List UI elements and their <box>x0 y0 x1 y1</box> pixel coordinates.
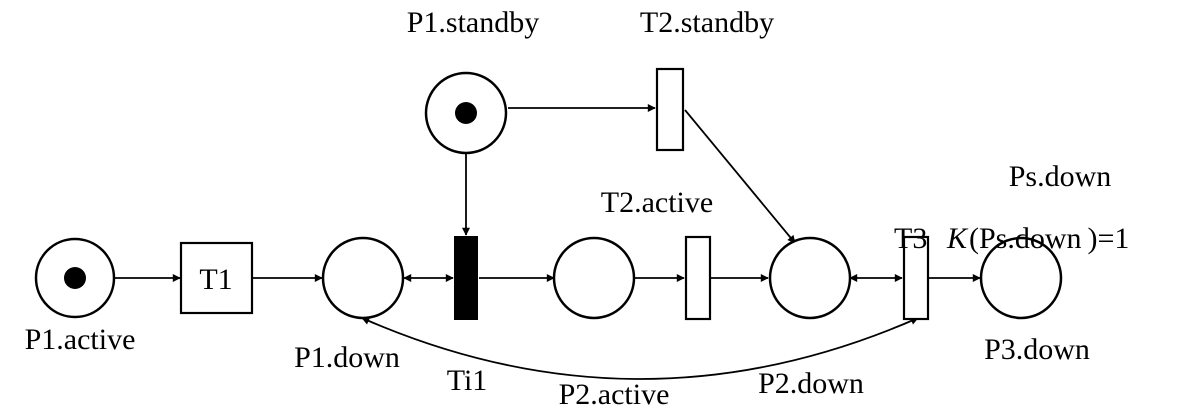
place-p3-down <box>979 236 1063 320</box>
transition-t3 <box>902 235 930 321</box>
label-p1-down: P1.down <box>294 341 400 374</box>
label-p1-active: P1.active <box>25 323 136 356</box>
label-k-symbol: K <box>946 222 969 255</box>
arc-t3-p1down-curved <box>361 317 919 380</box>
label-t3: T3 <box>894 222 927 255</box>
label-p2-active: P2.active <box>559 378 670 411</box>
label-ps-down: Ps.down <box>1009 160 1112 193</box>
token-p1-standby <box>455 102 477 124</box>
transition-t2-active <box>684 235 712 321</box>
place-p1-down <box>321 236 405 320</box>
place-p2-active <box>552 236 636 320</box>
transition-ti1 <box>454 236 478 320</box>
label-k-expression: (Ps.down )=1 <box>969 222 1129 255</box>
label-p2-down: P2.down <box>758 367 864 400</box>
label-t2-active: T2.active <box>601 186 713 219</box>
label-t2-standby: T2.standby <box>640 6 774 39</box>
arc-t2standby-p2down <box>684 109 796 244</box>
transition-t1 <box>179 241 254 315</box>
transition-t2-standby <box>655 67 685 152</box>
token-p1-active <box>64 267 86 289</box>
label-t1: T1 <box>199 263 232 296</box>
label-p1-standby: P1.standby <box>407 6 540 39</box>
place-p2-down <box>768 236 852 320</box>
label-p3-down: P3.down <box>984 333 1090 366</box>
label-ti1: Ti1 <box>447 364 488 397</box>
